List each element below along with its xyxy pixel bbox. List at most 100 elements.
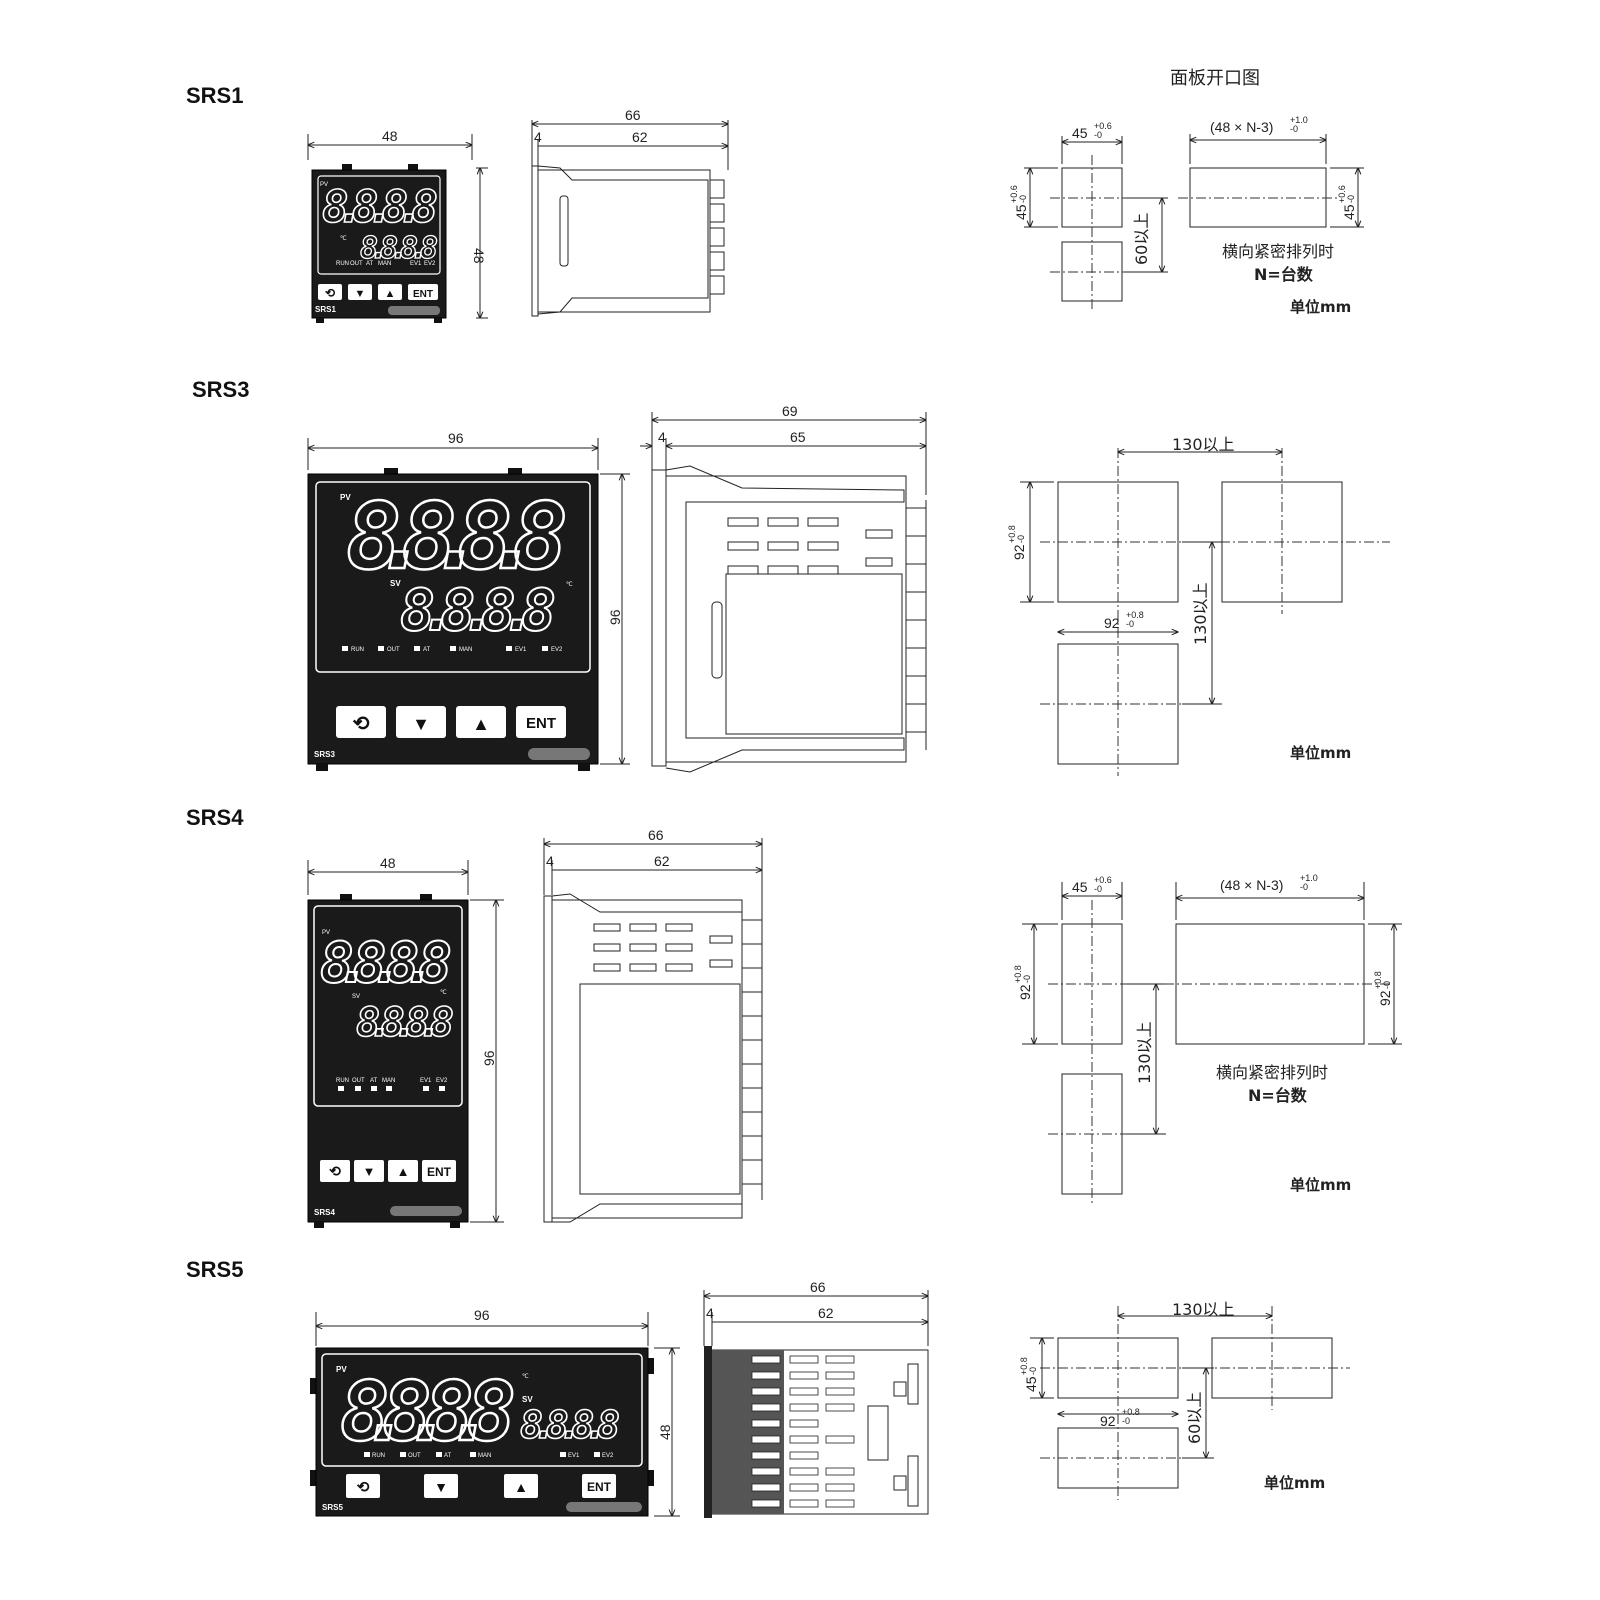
svg-text:-0: -0 (1016, 535, 1026, 543)
srs3-cutout-gap-v: 130以上 (1191, 582, 1210, 645)
svg-text:EV2: EV2 (424, 261, 436, 267)
srs1-mode-button (318, 284, 342, 300)
svg-text:+1.0: +1.0 (1290, 115, 1308, 125)
srs3-sv-display: 8.8.8.8 (400, 576, 556, 644)
srs1-side-view: 66 4 62 (532, 107, 728, 317)
srs3-cutout-gap-h: 130以上 (1172, 435, 1235, 454)
svg-text:EV2: EV2 (551, 647, 563, 653)
srs1-depth-body: 62 (632, 129, 648, 145)
svg-text:ENT: ENT (413, 289, 433, 300)
srs3-front-view: 96 96 PV 8.8.8.8 ℃ SV 8.8.8.8 RUN OUT AT… (308, 430, 630, 771)
srs3-pv-label: PV (340, 493, 351, 502)
svg-text:▼: ▼ (355, 288, 366, 300)
svg-text:-0: -0 (1382, 981, 1392, 989)
srs1-pv-label: PV (320, 182, 328, 188)
srs5-cutout-gap-h: 130以上 (1172, 1300, 1235, 1319)
srs5-cutout-gap-v: 60以上 (1185, 1392, 1204, 1444)
svg-text:+0.6: +0.6 (1094, 121, 1112, 131)
model-label-srs5: SRS5 (186, 1257, 243, 1282)
svg-text:-0: -0 (1094, 130, 1102, 140)
srs5-side-view: 66 4 62 (704, 1279, 928, 1518)
svg-text:ENT: ENT (427, 1165, 452, 1179)
srs3-height-dim: 96 (607, 609, 623, 625)
svg-text:⟲: ⟲ (357, 1479, 370, 1496)
srs5-face-label: SRS5 (322, 1503, 343, 1512)
srs3-cutout-width: 92 (1104, 615, 1120, 631)
svg-text:-0: -0 (1300, 882, 1308, 892)
srs5-front-view: 96 48 PV 8.8.8.8 ℃ SV 8.8.8.8 RUN OUT AT… (310, 1307, 680, 1516)
svg-text:AT: AT (444, 1453, 452, 1459)
srs4-mode-button (320, 1160, 350, 1182)
srs4-side-view: 66 4 62 (544, 827, 762, 1223)
svg-text:-0: -0 (1126, 619, 1134, 629)
srs1-indicator-leds: RUN OUT AT MAN EV1 EV2 (336, 261, 436, 267)
srs4-down-button (354, 1160, 384, 1182)
svg-text:EV2: EV2 (602, 1453, 614, 1459)
svg-text:-0: -0 (1018, 195, 1028, 203)
svg-text:92: 92 (1377, 990, 1393, 1006)
svg-text:AT: AT (366, 261, 374, 267)
srs4-width-dim: 48 (380, 855, 396, 871)
srs3-indicator-leds: RUN OUT AT MAN EV1 EV2 (342, 646, 563, 653)
srs3-cutout: 130以上 92 +0.8 -0 92 +0.8 -0 130以上 单位mm (1007, 435, 1390, 776)
svg-text:-0: -0 (1346, 195, 1356, 203)
srs4-pv-label: PV (322, 930, 330, 936)
svg-text:RUN: RUN (372, 1453, 385, 1459)
srs5-depth-total: 66 (810, 1279, 826, 1295)
srs3-cutout-height: 92 (1011, 544, 1027, 560)
srs3-mode-button (336, 706, 386, 738)
srs5-cutout: 130以上 45 +0.8 -0 92 +0.8 -0 60以上 单位mm (1019, 1300, 1350, 1500)
srs5-width-dim: 96 (474, 1307, 490, 1323)
srs5-indicator-leds: RUN OUT AT MAN EV1 EV2 (364, 1452, 614, 1459)
svg-text:+1.0: +1.0 (1300, 873, 1318, 883)
svg-text:AT: AT (370, 1078, 378, 1084)
svg-text:RUN: RUN (351, 647, 364, 653)
srs5-unit: 单位mm (1264, 1474, 1325, 1492)
svg-text:▲: ▲ (472, 714, 490, 734)
srs4-cutout-height: 92 (1017, 984, 1033, 1000)
svg-text:+0.8: +0.8 (1007, 525, 1017, 543)
srs3-face-label: SRS3 (314, 750, 335, 759)
svg-text:-0: -0 (1094, 884, 1102, 894)
srs5-down-button (424, 1474, 458, 1498)
svg-text:+0.6: +0.6 (1009, 185, 1019, 203)
srs4-depth-total: 66 (648, 827, 664, 843)
srs3-down-button (396, 706, 446, 738)
svg-text:+0.8: +0.8 (1126, 610, 1144, 620)
srs1-front-view: 48 48 PV 8.8.8.8 ℃ 8.8.8.8 RUN OUT AT MA… (308, 128, 488, 323)
svg-text:MAN: MAN (478, 1453, 491, 1459)
srs5-height-dim: 48 (657, 1424, 673, 1440)
srs4-cutout-gap: 130以上 (1135, 1021, 1154, 1084)
srs3-unit: 单位mm (1290, 744, 1351, 762)
srs3-side-view: 69 4 65 (640, 403, 926, 773)
srs4-cutout: 45 +0.6 -0 92 +0.8 -0 130以上 (48 × N-3) +… (1013, 873, 1402, 1206)
svg-text:RUN: RUN (336, 261, 349, 267)
svg-text:+0.8: +0.8 (1019, 1357, 1029, 1375)
srs4-cutout-note2: N=台数 (1248, 1086, 1308, 1105)
srs3-width-dim: 96 (448, 430, 464, 446)
svg-text:-0: -0 (1290, 124, 1298, 134)
srs3-depth-front: 4 (658, 429, 666, 445)
srs1-degree: ℃ (340, 236, 347, 242)
srs4-indicator-leds: RUN OUT AT MAN EV1 EV2 (336, 1078, 448, 1091)
srs1-depth-front: 4 (534, 129, 542, 145)
svg-text:-0: -0 (1122, 1416, 1130, 1426)
srs1-up-button (378, 284, 402, 300)
srs3-ent-button (516, 706, 566, 738)
svg-text:-0: -0 (1028, 1367, 1038, 1375)
srs4-cutout-note1: 横向紧密排列时 (1216, 1063, 1328, 1082)
svg-text:EV1: EV1 (515, 647, 527, 653)
svg-text:⟲: ⟲ (353, 713, 370, 735)
svg-text:RUN: RUN (336, 1078, 349, 1084)
svg-text:+0.6: +0.6 (1094, 875, 1112, 885)
svg-text:45: 45 (1341, 204, 1357, 220)
svg-text:+0.8: +0.8 (1122, 1407, 1140, 1417)
svg-text:OUT: OUT (408, 1453, 421, 1459)
srs1-ent-button (408, 284, 438, 300)
srs5-mode-button (346, 1474, 380, 1498)
srs5-sv-display: 8.8.8.8 (520, 1403, 620, 1447)
srs1-width-dim: 48 (382, 128, 398, 144)
srs1-cutout: 45 +0.6 -0 45 +0.6 -0 60以上 (48 × N-3) +1… (1009, 115, 1364, 316)
svg-text:▼: ▼ (363, 1164, 376, 1179)
svg-text:⟲: ⟲ (325, 286, 336, 300)
